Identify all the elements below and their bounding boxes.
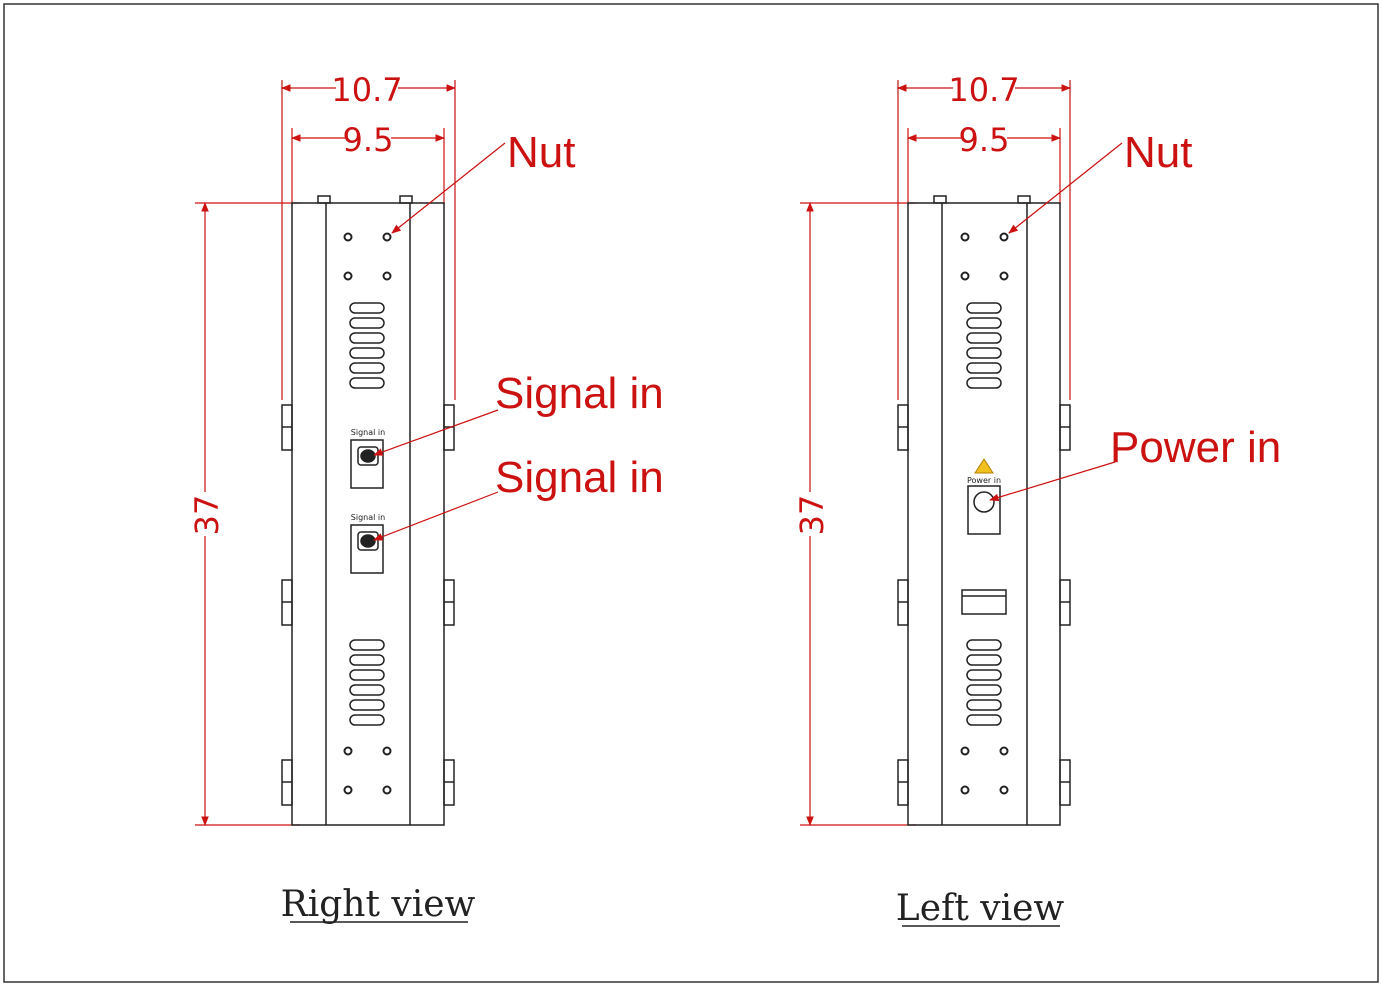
- dim-bg: [336, 72, 398, 106]
- callout-signal-in: Signal in: [495, 369, 664, 418]
- callout-leader-nut: [391, 142, 506, 234]
- dim-height: 37: [188, 495, 226, 536]
- dim-width-inner: 9.5: [959, 121, 1010, 159]
- dim-width-outer: 10.7: [331, 71, 402, 109]
- left-view: 10.7 9.5 37: [793, 71, 1281, 929]
- port-label: Signal in: [351, 513, 385, 522]
- callout-leader-power: [989, 461, 1116, 502]
- right-nut-holes: [343, 232, 392, 795]
- callout-leader-nut: [1008, 142, 1123, 234]
- dim-width-inner: 9.5: [343, 121, 394, 159]
- dim-height: 37: [793, 495, 831, 536]
- callout-nut: Nut: [507, 128, 575, 177]
- right-view: 10.7 9.5 37: [188, 71, 664, 925]
- page-border: [3, 3, 1379, 983]
- callout-nut: Nut: [1124, 128, 1192, 177]
- dim-bg: [345, 122, 391, 156]
- callout-leader-signal-2: [373, 491, 499, 541]
- callout-leader-signal-1: [373, 409, 499, 456]
- view-title: Left view: [896, 888, 1065, 929]
- callout-signal-in: Signal in: [495, 453, 664, 502]
- dim-bg: [953, 72, 1015, 106]
- warning-icon: [974, 458, 994, 474]
- callout-power-in: Power in: [1110, 423, 1281, 472]
- dim-bg: [961, 122, 1007, 156]
- port-label: Signal in: [351, 428, 385, 437]
- left-body: [897, 195, 1071, 826]
- dim-width-outer: 10.7: [948, 71, 1019, 109]
- port-label: Power in: [967, 476, 1001, 485]
- dim-bg: [795, 492, 827, 536]
- view-title: Right view: [281, 884, 476, 925]
- left-dimensions: [800, 80, 1071, 826]
- dim-bg: [190, 492, 222, 536]
- left-nut-holes: [960, 232, 1009, 795]
- right-dimensions: [195, 80, 456, 826]
- right-body: [281, 195, 455, 826]
